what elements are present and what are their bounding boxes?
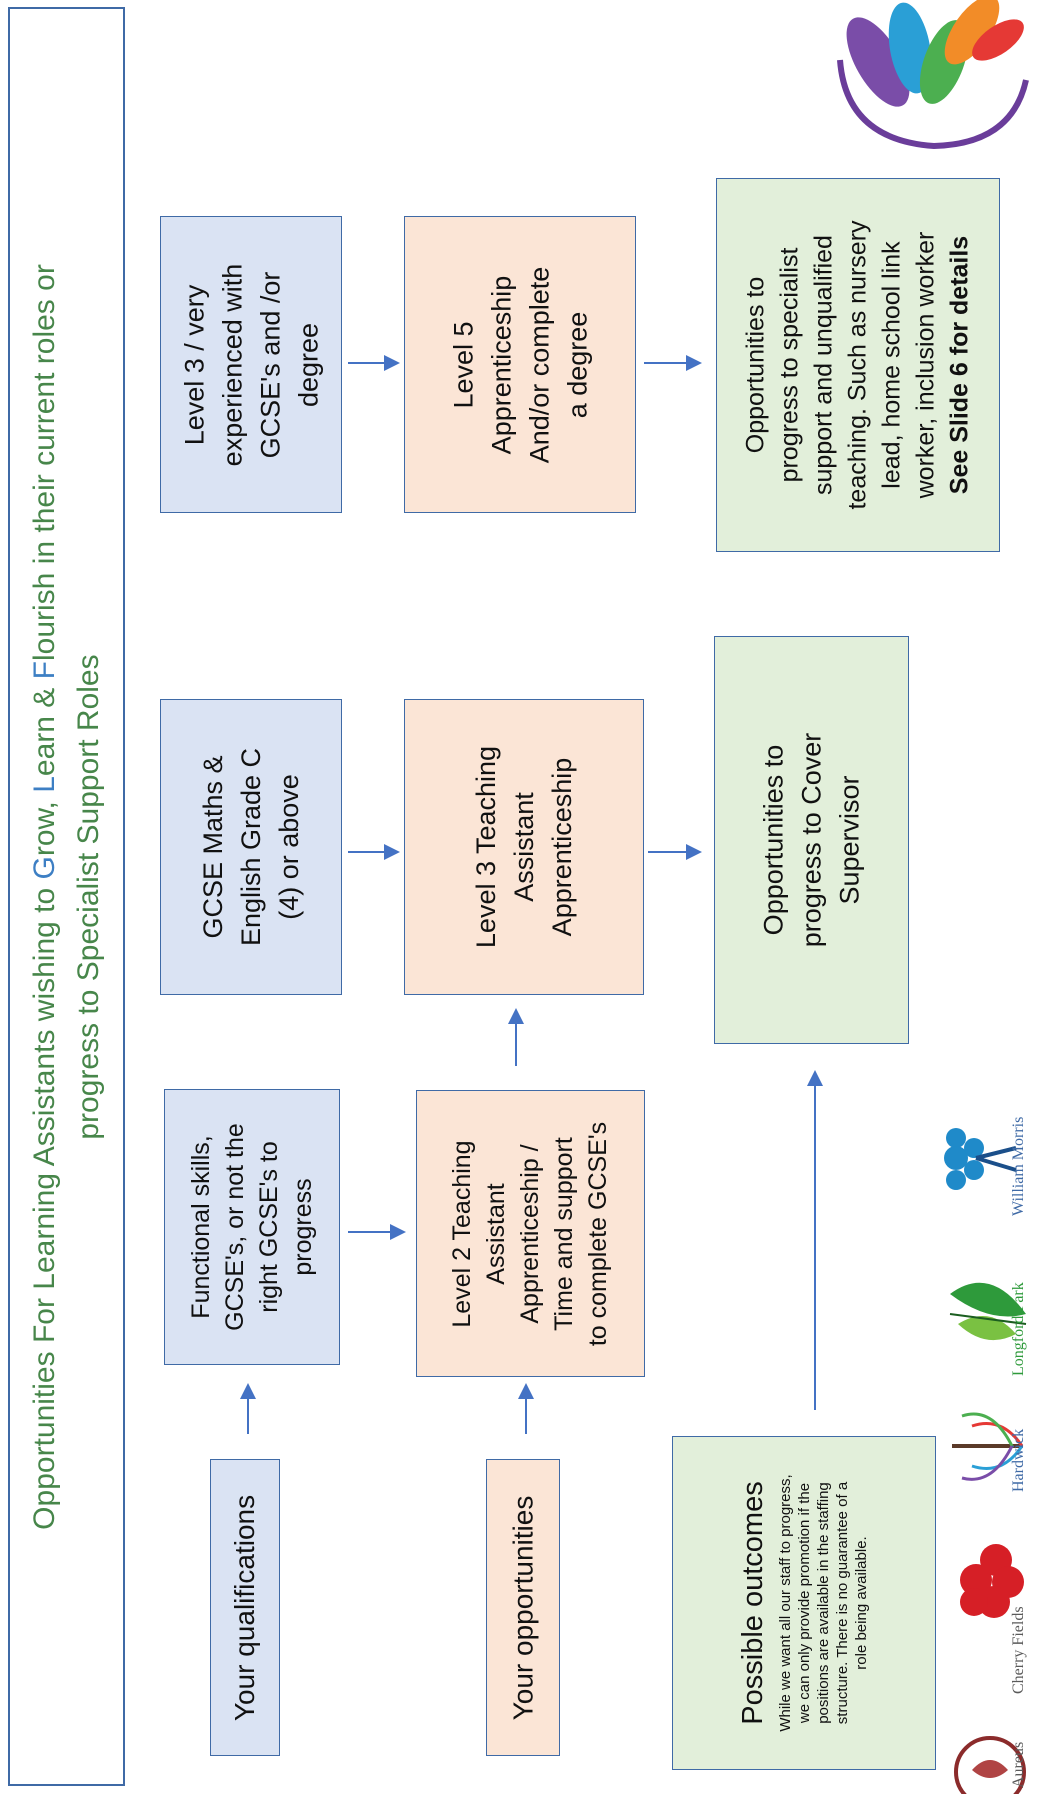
your-opportunities-label: Your opportunities <box>486 1459 560 1756</box>
school-logo-cherry-fields <box>946 1530 1036 1630</box>
school-name-hardwick: Hardwick <box>1010 1428 1027 1492</box>
hardwick-tree-icon <box>952 1412 1024 1481</box>
trust-logo <box>837 0 1029 150</box>
gcse-maths-english-box: GCSE Maths & English Grade C (4) or abov… <box>160 699 342 995</box>
school-name-william-morris: William Morris <box>1010 1116 1027 1216</box>
leaf-icon <box>949 1282 1027 1341</box>
functional-skills-box: Functional skills, GCSE's, or not the ri… <box>164 1089 340 1365</box>
level5-apprenticeship-box: Level 5 Apprenticeship And/or complete a… <box>404 216 636 513</box>
school-name-longford-park: Longford Park <box>1010 1282 1027 1376</box>
level3-experienced-box: Level 3 / very experienced with GCSE's a… <box>160 216 342 513</box>
school-logo-aureus <box>944 1720 1036 1794</box>
level3-apprenticeship-box: Level 3 Teaching Assistant Apprenticeshi… <box>404 699 644 995</box>
school-name-cherry-fields: Cherry Fields <box>1010 1606 1027 1694</box>
cover-supervisor-box: Opportunities to progress to Cover Super… <box>714 636 909 1044</box>
school-logo-hardwick <box>932 1396 1032 1496</box>
school-logo-longford-park <box>930 1254 1030 1364</box>
level2-apprenticeship-box: Level 2 Teaching Assistant Apprenticeshi… <box>416 1090 645 1377</box>
your-qualifications-label: Your qualifications <box>210 1459 280 1756</box>
cherry-blossom-icon <box>960 1544 1024 1618</box>
school-logo-william-morris <box>926 1108 1026 1208</box>
aureus-emblem-icon <box>954 1736 1026 1794</box>
possible-outcomes-box: Possible outcomes While we want all our … <box>672 1436 936 1770</box>
page-title: Opportunities For Learning Assistants wi… <box>8 7 125 1786</box>
specialist-support-box: Opportunities to progress to specialist … <box>716 178 1000 552</box>
school-name-aureus: Aureus <box>1010 1741 1027 1788</box>
william-morris-tree-icon <box>944 1128 1017 1190</box>
